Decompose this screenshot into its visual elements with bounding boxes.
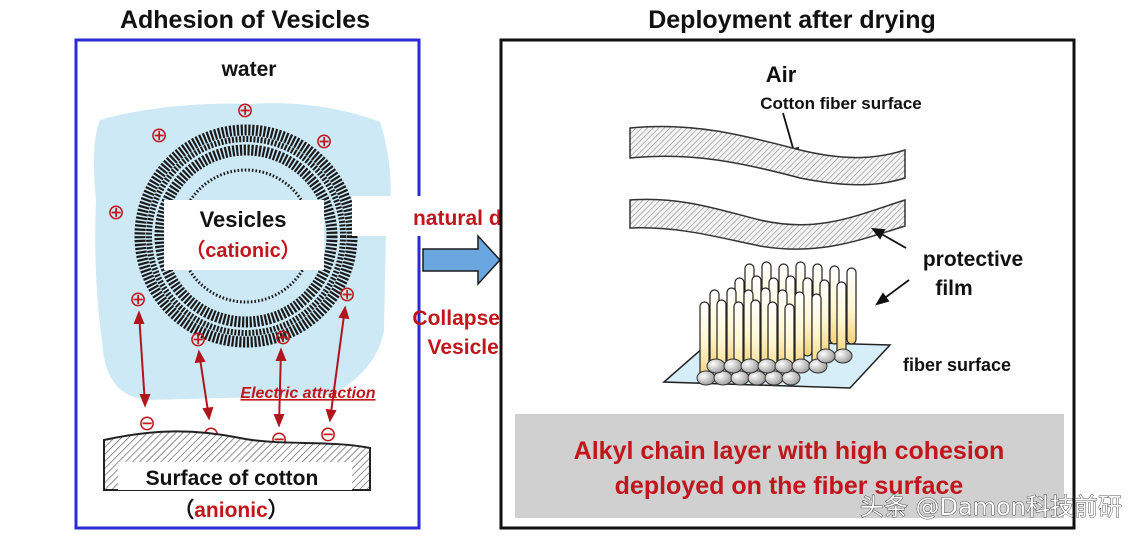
- water-label: water: [221, 58, 277, 81]
- cotton-surface-label: Surface of cotton: [146, 467, 319, 490]
- fiber-strip-lower: [629, 198, 906, 250]
- right-panel-title: Deployment after drying: [648, 6, 936, 34]
- positive-charge: ⊕: [338, 282, 356, 306]
- air-label: Air: [766, 62, 797, 87]
- cotton-charge-label: （anionic）: [173, 498, 289, 522]
- cotton-label-box: [118, 462, 352, 490]
- fiber-strip-upper: [629, 125, 906, 186]
- summary-box: [515, 414, 1064, 518]
- positive-charge: ⊕: [274, 325, 292, 349]
- protective-film-label-line2: film: [935, 277, 972, 300]
- positive-charge: ⊕: [315, 129, 333, 153]
- left-panel-title: Adhesion of Vesicles: [120, 6, 370, 34]
- negative-charge: ⊖: [319, 422, 337, 446]
- summary-line1: Alkyl chain layer with high cohesion: [574, 437, 1005, 465]
- summary-line2: deployed on the fiber surface: [615, 472, 964, 500]
- fiber-surface-label: fiber surface: [903, 355, 1011, 375]
- alkyl-chain-layer: [662, 261, 892, 389]
- vesicle-charge-label: （cationic）: [185, 239, 301, 262]
- collapse-label-line1: Collapse of: [412, 307, 526, 330]
- positive-charge: ⊕: [236, 98, 254, 122]
- positive-charge: ⊕: [189, 327, 207, 351]
- watermark-label: 头条 @Damon科技前研: [860, 493, 1122, 521]
- drying-label-box: [352, 196, 472, 236]
- negative-charge: ⊖: [138, 411, 156, 435]
- positive-charge: ⊕: [129, 287, 147, 311]
- process-arrow-icon: [422, 234, 502, 286]
- vesicle-label: Vesicles: [200, 207, 287, 232]
- cotton-fiber-surface-label: Cotton fiber surface: [760, 94, 922, 113]
- electric-attraction-label: Electric attraction: [240, 385, 375, 402]
- collapse-label-line2: Vesicles: [428, 336, 511, 359]
- protective-pointer-arrows: [871, 227, 910, 306]
- protective-film-label-line1: protective: [923, 248, 1023, 271]
- vesicle-label-box: [164, 200, 324, 270]
- positive-charge: ⊕: [150, 123, 168, 147]
- attraction-arrows: [133, 305, 350, 428]
- positive-charge: ⊕: [107, 200, 125, 224]
